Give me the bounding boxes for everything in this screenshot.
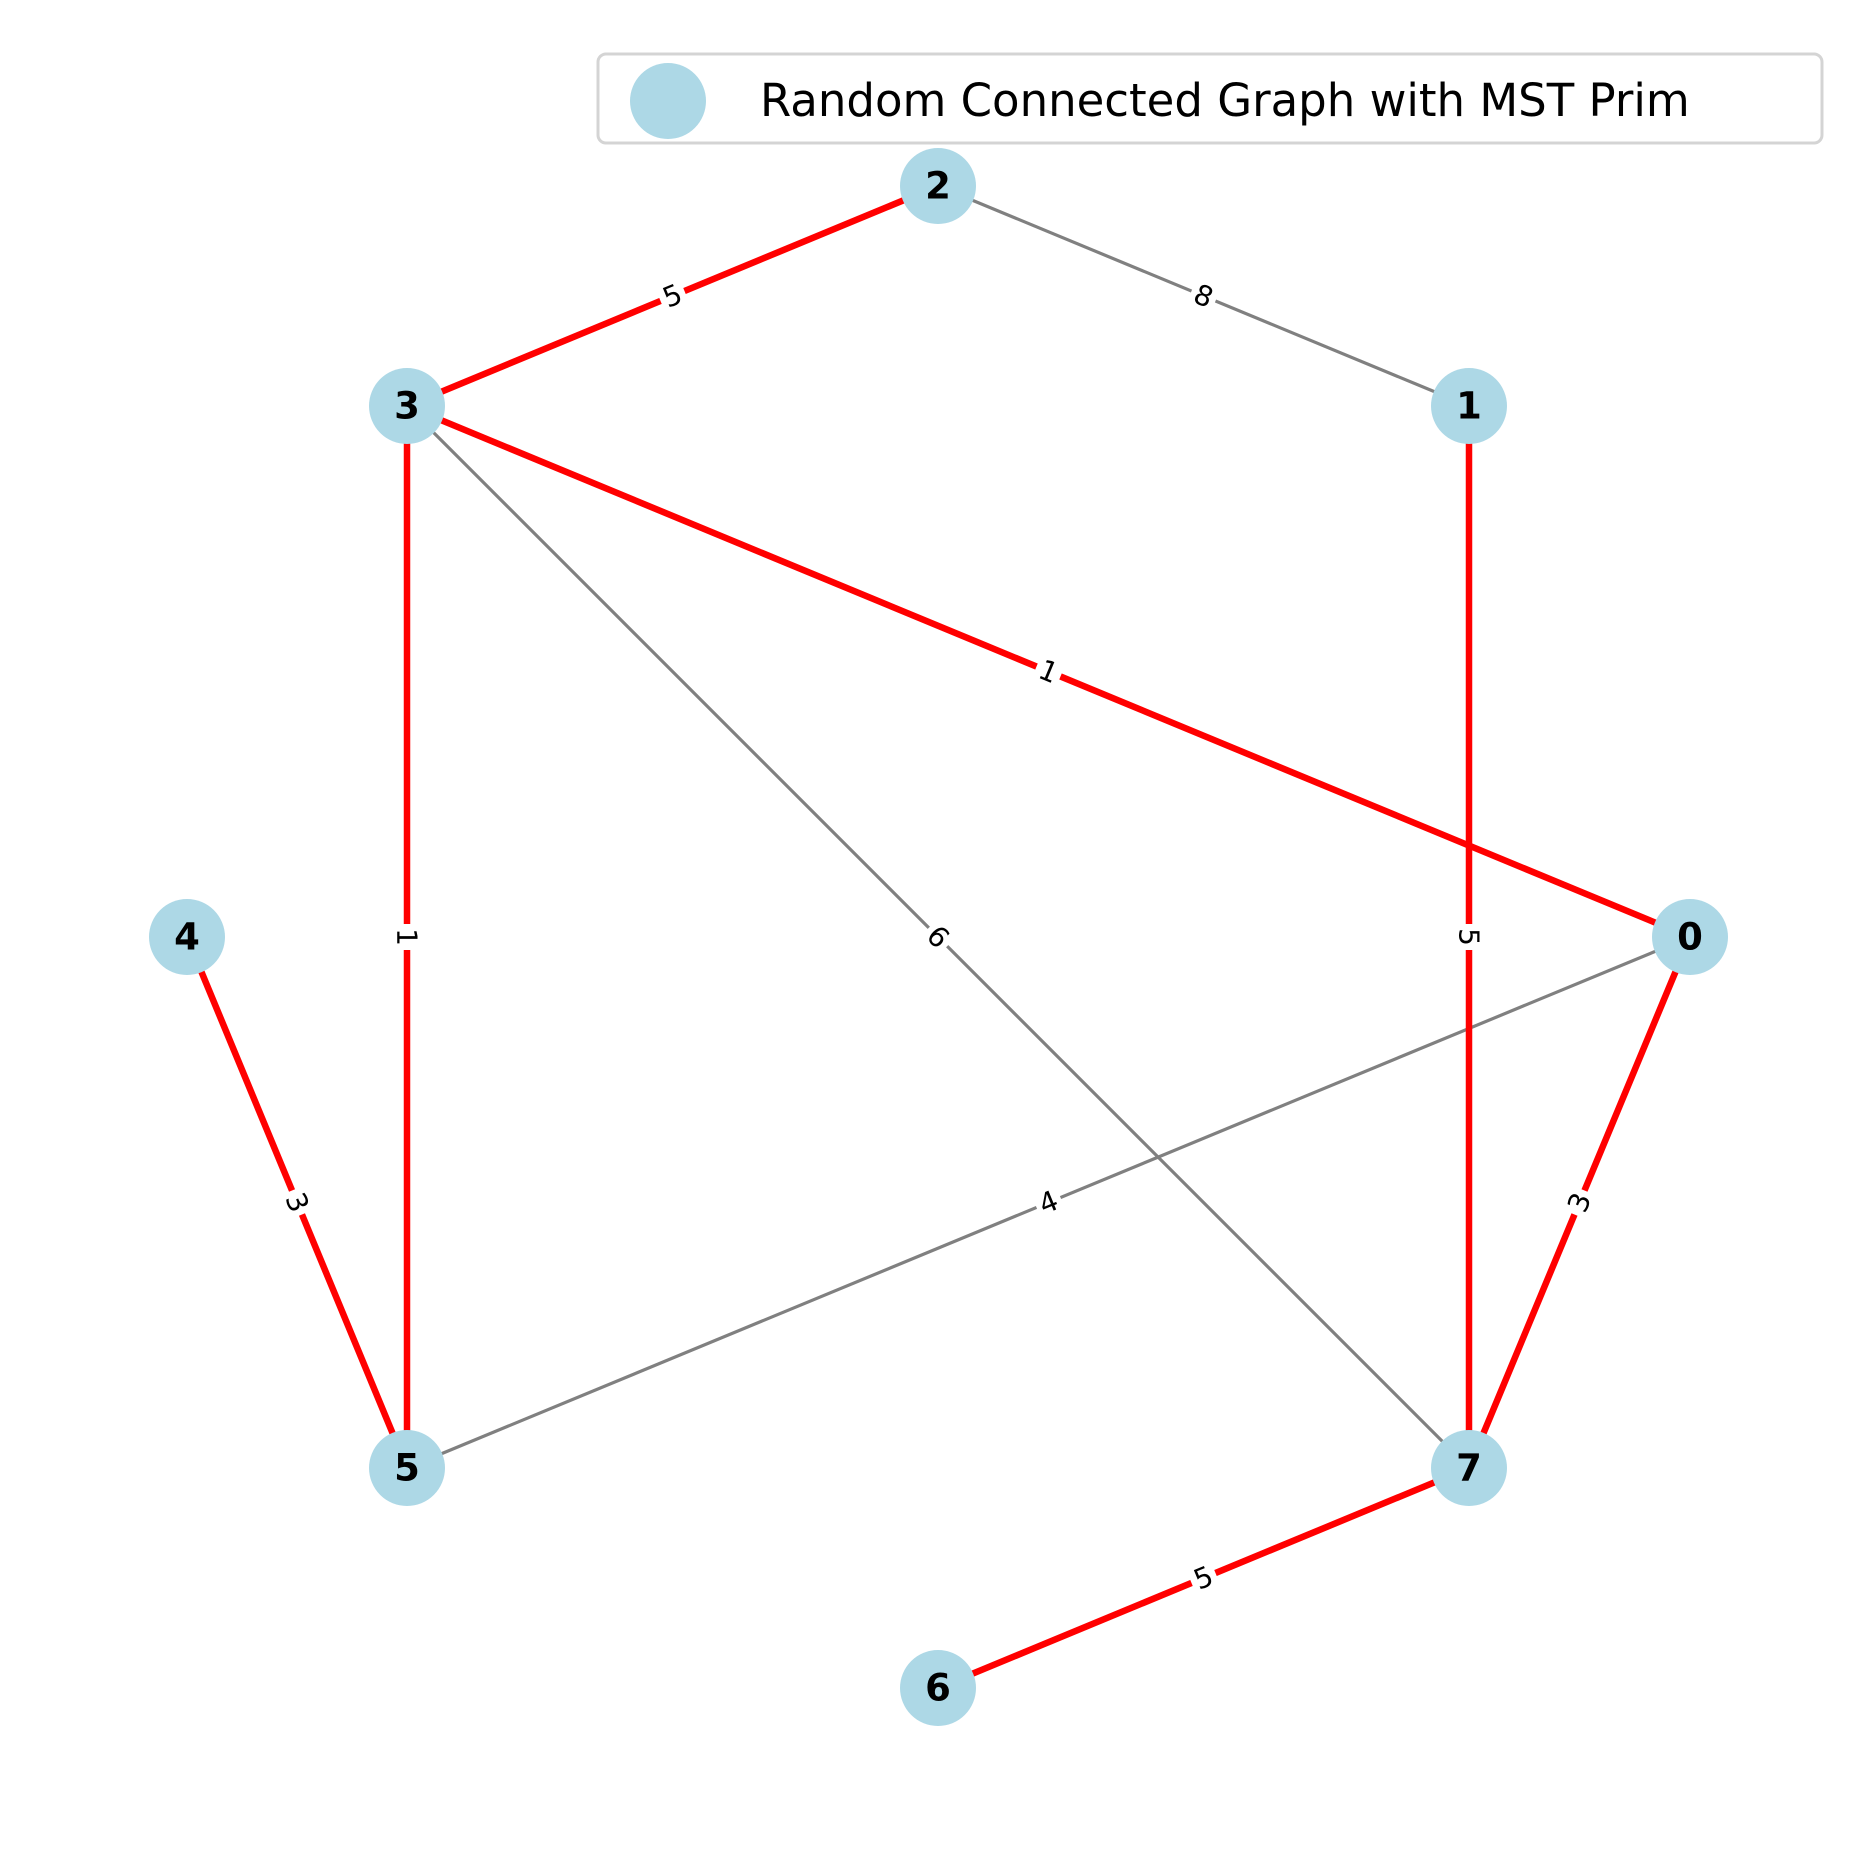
edge-label-bg-0-5 [1029,1181,1068,1224]
node-label-2: 2 [925,165,951,208]
node-4 [149,899,225,975]
edge-label-group-7-6: 5 [1184,1557,1223,1599]
node-label-5: 5 [394,1447,420,1490]
node-5 [369,1430,445,1506]
edge-label-bg-0-7 [1558,1183,1601,1222]
legend-label: Random Connected Graph with MST Prim [760,74,1690,127]
node-7 [1431,1430,1507,1506]
node-0 [1652,899,1728,975]
node-label-4: 4 [174,916,200,959]
edge-label-group-3-0: 1 [1029,650,1068,693]
node-label-7: 7 [1456,1447,1482,1490]
node-label-6: 6 [925,1667,951,1710]
edge-label-bg-2-1 [1184,275,1223,317]
edge-label-bg-7-6 [1184,1557,1223,1599]
node-6 [900,1650,976,1726]
edge-label-group-3-5: 1 [390,924,424,950]
edge-label-bg-3-0 [1029,650,1068,693]
edge-weight-label-3-5: 1 [391,928,424,946]
node-label-1: 1 [1456,385,1482,428]
node-label-3: 3 [394,385,420,428]
node-label-0: 0 [1677,916,1703,959]
node-1 [1431,368,1507,444]
edge-label-group-4-5: 3 [276,1183,318,1222]
edge-label-group-0-7: 3 [1558,1183,1601,1222]
node-2 [900,148,976,224]
edge-label-bg-4-5 [276,1183,318,1222]
edge-weight-label-1-7: 5 [1453,928,1486,946]
edge-label-group-2-3: 5 [653,275,692,317]
nodes-layer: 0 1 2 3 4 5 6 7 [149,148,1728,1726]
edge-label-group-1-7: 5 [1452,924,1486,950]
node-3 [369,368,445,444]
edge-label-group-2-1: 8 [1184,275,1223,317]
edge-label-bg-2-3 [653,275,692,317]
legend-marker [630,63,706,139]
legend-box [596,52,1824,145]
edge-label-bg-3-5 [390,924,424,950]
edge-label-group-0-5: 4 [1029,1181,1068,1224]
legend: Random Connected Graph with MST Prim [596,52,1824,145]
edge-label-bg-1-7 [1452,924,1486,950]
edge-label-bg-3-7 [916,915,960,959]
